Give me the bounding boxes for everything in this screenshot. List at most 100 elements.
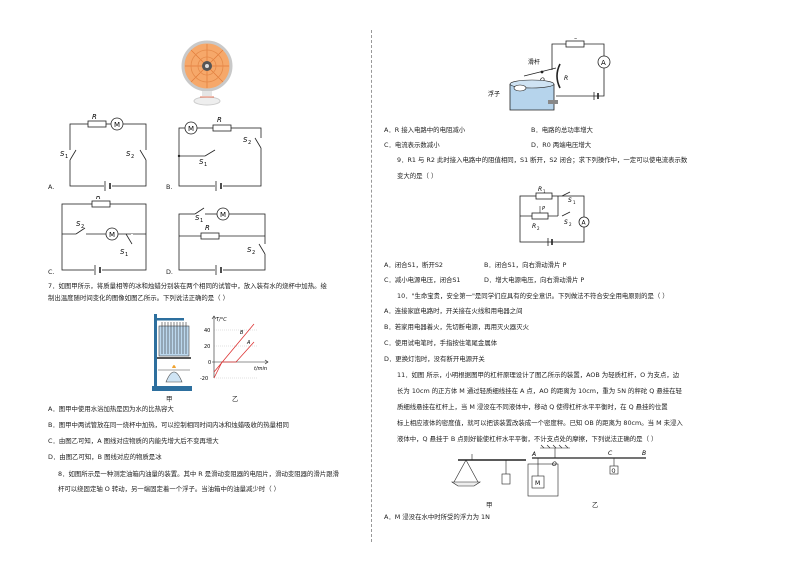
q9-option-c: C．减小电源电压，闭合S1 <box>384 276 461 284</box>
q10-option-d: D．更换灯泡时，没有断开电源开关 <box>384 355 485 363</box>
option-c-label: C. <box>48 268 55 276</box>
svg-text:T/°C: T/°C <box>216 317 227 323</box>
svg-text:2: 2 <box>131 154 134 160</box>
electric-heater-image <box>181 40 233 106</box>
figure-label-jia: 甲 <box>166 395 173 403</box>
svg-text:1: 1 <box>125 252 128 258</box>
svg-text:S: S <box>76 220 81 228</box>
svg-text:S: S <box>195 214 200 222</box>
q9-circuit: R 1 R 2 P S 1 S 2 A <box>519 186 590 246</box>
svg-text:2: 2 <box>537 226 540 231</box>
circuit-option-a: M R S 1 S 2 <box>60 113 147 191</box>
svg-text:浮子: 浮子 <box>488 90 500 98</box>
svg-text:A: A <box>582 220 587 227</box>
density-scale-figure: A O C B M Q <box>527 444 646 497</box>
option-a-label: A. <box>48 183 55 191</box>
q9-option-a: A．闭合S1，断开S2 <box>384 261 443 269</box>
q11-line3: 质细线悬挂在杠杆上，当 M 浸没在不同液体中，移动 Q 使得杠杆水平平衡时，在 … <box>397 403 668 411</box>
svg-text:20: 20 <box>204 344 210 350</box>
q8-option-a: A．R 接入电路中的电阻减小 <box>384 126 466 134</box>
q8-stem-line2: 杆可以绕固定轴 O 转动，另一端固定着一个浮子。当油箱中的油量减少时（ ） <box>58 485 281 493</box>
svg-text:R: R <box>532 223 536 230</box>
q7-option-b: B．图甲中两试管放在同一烧杯中加热，可以控制相同时间内冰和烛蜡吸收的热量相同 <box>48 421 289 429</box>
svg-text:O: O <box>552 461 557 468</box>
q9-option-b: B．闭合S1，向右滑动滑片 P <box>484 261 567 269</box>
circuit-option-c: R S 2 M S 1 <box>61 196 147 275</box>
q8-option-b: B．电路的总功率增大 <box>531 126 593 134</box>
svg-text:S: S <box>564 219 568 226</box>
motor-label: M <box>114 121 120 129</box>
svg-text:1: 1 <box>543 189 546 194</box>
svg-text:A: A <box>601 59 606 67</box>
svg-text:R: R <box>96 196 101 201</box>
water-bath-apparatus <box>152 314 192 391</box>
oil-gauge-figure: R 0 A R O 滑杆 浮子 <box>488 38 611 111</box>
q7-option-c: C．由图乙可知，A 图线对应物质的内能先增大后不变再增大 <box>48 437 219 445</box>
svg-text:0: 0 <box>208 360 211 366</box>
svg-text:R: R <box>564 75 568 82</box>
svg-text:A: A <box>246 340 251 346</box>
svg-text:C: C <box>608 450 613 457</box>
svg-text:S: S <box>247 246 252 254</box>
q8-stem-line1: 8．如图所示是一种测定油箱内油量的装置。其中 R 是滑动变阻器的电阻片，滑动变阻… <box>58 470 339 478</box>
svg-text:Q: Q <box>612 469 616 475</box>
svg-text:2: 2 <box>569 222 572 227</box>
switch-s1-label: S <box>60 150 65 158</box>
svg-text:M: M <box>220 211 226 219</box>
svg-text:A: A <box>531 451 536 458</box>
q11-line2: 长为 10cm 的正方体 M 通过轻质细线挂在 A 点，AO 的距离为 10cm… <box>397 387 682 395</box>
svg-text:R: R <box>205 224 210 232</box>
q9-stem-line1: 9．R1 与 R2 此时接入电路中的阻值相同，S1 断开，S2 闭合；求下列操作… <box>397 156 688 164</box>
q11-line5: 液体中，Q 悬挂于 B 点则好能使杠杆水平平衡，不计支点处的摩擦，下列说法正确的… <box>397 435 658 443</box>
svg-text:40: 40 <box>204 328 210 334</box>
q11-figure-label-yi: 乙 <box>592 501 599 509</box>
svg-text:S: S <box>199 158 204 166</box>
q10-stem: 10．"生命宝贵，安全第一"是同学们应具有的安全意识。下列做法不符合安全用电原则… <box>397 292 669 300</box>
svg-text:B: B <box>642 450 646 457</box>
q7-option-a: A．图甲中使用水浴加热是因为水的比热容大 <box>48 405 174 413</box>
q9-stem-line2: 变大的是（ ） <box>397 172 438 180</box>
circuit-option-d: S 1 M R S 2 <box>178 207 266 275</box>
q11-option-a: A．M 浸没在水中时所受的浮力为 1N <box>384 513 490 521</box>
svg-text:R: R <box>217 116 222 124</box>
q10-option-b: B．若家用电器着火，先切断电源，再用灭火器灭火 <box>384 323 529 331</box>
q7-option-d: D．由图乙可知，B 图线对应的物质是冰 <box>48 453 162 461</box>
figure-label-yi: 乙 <box>232 395 239 403</box>
q11-figure-label-jia: 甲 <box>486 501 493 509</box>
svg-text:M: M <box>535 480 540 487</box>
q7-stem-line2: 制出温度随时间变化的图像如图乙所示。下列说法正确的是（ ） <box>48 294 229 302</box>
option-b-label: B. <box>166 183 173 191</box>
svg-text:S: S <box>243 136 248 144</box>
q11-line1: 11．如图 所示，小明根据图甲的杠杆原理设计了图乙所示的装置，AOB 为轻质杠杆… <box>397 371 680 379</box>
svg-text:M: M <box>188 125 194 133</box>
svg-text:2: 2 <box>248 140 251 146</box>
svg-text:R: R <box>538 186 542 193</box>
svg-text:0: 0 <box>574 38 577 41</box>
svg-text:S: S <box>568 197 572 204</box>
svg-text:B: B <box>240 330 244 336</box>
svg-text:1: 1 <box>204 162 207 168</box>
svg-text:t/min: t/min <box>254 366 267 372</box>
column-divider <box>371 30 372 542</box>
svg-text:S: S <box>120 248 125 256</box>
q11-line4: 标上相应液体的密度值，就可以把该装置改装成一个密度秤。已知 OB 的距离为 80… <box>397 419 683 427</box>
q7-stem-line1: 7．如图甲所示，将质量相等的冰和烛蜡分别装在两个相同的试管中，放入装有水的烧杯中… <box>48 282 327 290</box>
q9-option-d: D．增大电源电压，向右滑动滑片 P <box>484 276 585 284</box>
option-d-label: D. <box>166 268 173 276</box>
svg-text:2: 2 <box>252 250 255 256</box>
q10-option-c: C．使用试电笔时，手指按住笔尾金属体 <box>384 339 498 347</box>
q8-option-d: D．R0 两端电压增大 <box>531 141 592 149</box>
svg-text:滑杆: 滑杆 <box>528 58 540 66</box>
svg-text:1: 1 <box>65 154 68 160</box>
svg-text:2: 2 <box>81 224 84 230</box>
switch-s2-label: S <box>126 150 131 158</box>
steelyard-figure <box>451 454 526 487</box>
resistor-label: R <box>92 113 97 121</box>
svg-text:1: 1 <box>573 200 576 205</box>
temperature-time-graph: T/°C t/min 40 20 0 -20 A B <box>200 315 269 382</box>
svg-text:R: R <box>569 38 574 39</box>
circuit-option-b: M R S 1 S 2 <box>177 116 262 191</box>
svg-text:1: 1 <box>200 218 203 224</box>
q8-option-c: C．电流表示数减小 <box>384 141 440 149</box>
svg-text:P: P <box>542 206 545 212</box>
